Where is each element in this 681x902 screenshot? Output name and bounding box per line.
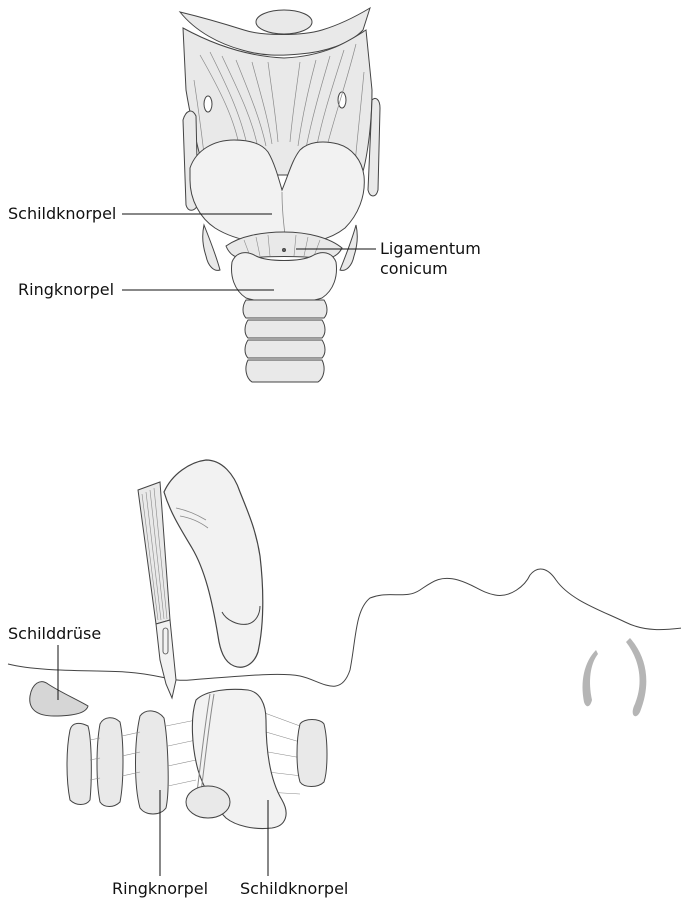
finger <box>164 460 263 667</box>
trachea-ring-2 <box>245 320 325 338</box>
scalpel-blade <box>156 620 176 698</box>
label-schilddruese: Schilddrüse <box>8 625 101 643</box>
side-trachea-ring-1 <box>67 723 91 804</box>
trachea-ring-1 <box>243 300 327 318</box>
nostril-right <box>626 638 646 716</box>
left-cricothyroid-muscle <box>203 225 220 270</box>
label-ligamentum-line1: Ligamentum <box>380 240 481 258</box>
larynx-side-view <box>67 689 327 828</box>
left-foramen <box>204 96 212 112</box>
trachea-ring-3 <box>245 340 325 358</box>
side-cricoid-cartilage <box>186 786 230 818</box>
label-schildknorpel-front: Schildknorpel <box>8 205 116 223</box>
label-ringknorpel-front: Ringknorpel <box>18 281 114 299</box>
right-cricothyroid-muscle <box>340 225 357 270</box>
ligament-dot <box>283 249 286 252</box>
side-trachea-ring-2 <box>97 718 123 807</box>
label-ligamentum-line2: conicum <box>380 260 448 278</box>
cricoid-cartilage <box>232 253 337 303</box>
side-trachea-ring-3 <box>136 711 169 814</box>
trachea-ring-4 <box>246 360 324 382</box>
neck-profile-outline <box>8 569 681 686</box>
thyroid-gland <box>30 682 88 716</box>
hyoid-body-top <box>256 10 312 34</box>
label-ringknorpel-side: Ringknorpel <box>112 880 208 898</box>
nostril-left <box>583 650 599 706</box>
label-schildknorpel-side: Schildknorpel <box>240 880 348 898</box>
side-posterior-plate <box>297 720 327 787</box>
larynx-front-view <box>180 8 380 382</box>
